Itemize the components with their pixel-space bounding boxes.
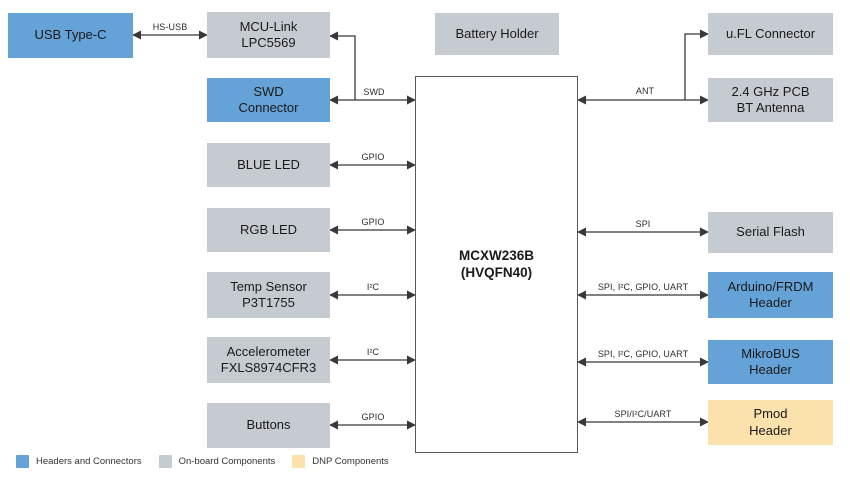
edge-label-flash-spi: SPI bbox=[635, 219, 651, 229]
node-blue-led: BLUE LED bbox=[207, 143, 330, 187]
node-label-buttons: Buttons bbox=[246, 417, 291, 433]
edge-label-temp-i2c: I²C bbox=[366, 282, 380, 292]
edge-ant-ufl-branch bbox=[684, 29, 709, 100]
node-label-mcu-link: MCU-Link LPC5569 bbox=[239, 18, 298, 50]
node-label-blue-led: BLUE LED bbox=[237, 156, 300, 172]
node-temp-sensor: Temp Sensor P3T1755 bbox=[207, 272, 330, 318]
edge-mculink-branch bbox=[329, 31, 356, 100]
node-label-usb-type-c: USB Type-C bbox=[34, 27, 107, 43]
legend-item-headers-connectors: Headers and Connectors bbox=[16, 455, 142, 468]
edge-label-accel-i2c: I²C bbox=[366, 347, 380, 357]
edge-label-usb-hsusb: HS-USB bbox=[152, 22, 188, 32]
node-label-accelerometer: Accelerometer FXLS8974CFR3 bbox=[220, 343, 317, 375]
edge-label-buttons-gpio: GPIO bbox=[361, 412, 385, 422]
node-label-mcxw236b: MCXW236B (HVQFN40) bbox=[458, 247, 534, 280]
node-usb-type-c: USB Type-C bbox=[8, 13, 133, 58]
legend: Headers and Connectors On-board Component… bbox=[16, 455, 389, 468]
edge-label-arduino-bus: SPI, I²C, GPIO, UART bbox=[597, 282, 689, 292]
node-label-arduino-frdm: Arduino/FRDM Header bbox=[727, 278, 814, 310]
node-label-pmod: Pmod Header bbox=[749, 406, 792, 438]
node-label-mikrobus: MikroBUS Header bbox=[741, 345, 800, 377]
legend-item-onboard-components: On-board Components bbox=[158, 455, 276, 468]
node-label-bt-antenna: 2.4 GHz PCB BT Antenna bbox=[731, 83, 810, 115]
node-label-rgb-led: RGB LED bbox=[239, 221, 298, 237]
edge-label-mikrobus-bus: SPI, I²C, GPIO, UART bbox=[597, 349, 689, 359]
onboard-components-swatch-icon bbox=[158, 455, 172, 468]
dnp-components-swatch-icon bbox=[292, 455, 306, 468]
node-arduino-frdm: Arduino/FRDM Header bbox=[708, 272, 833, 318]
node-pmod: Pmod Header bbox=[708, 400, 833, 445]
node-label-battery-holder: Battery Holder bbox=[455, 25, 539, 41]
edge-label-ant: ANT bbox=[635, 86, 655, 96]
node-buttons: Buttons bbox=[207, 403, 330, 448]
edge-label-blueled-gpio: GPIO bbox=[361, 152, 385, 162]
node-swd-connector: SWD Connector bbox=[207, 78, 330, 122]
node-label-temp-sensor: Temp Sensor P3T1755 bbox=[230, 278, 307, 310]
node-mikrobus: MikroBUS Header bbox=[708, 340, 833, 384]
node-rgb-led: RGB LED bbox=[207, 208, 330, 252]
node-battery-holder: Battery Holder bbox=[435, 13, 559, 55]
node-mcxw236b: MCXW236B (HVQFN40) bbox=[415, 76, 578, 453]
legend-label-dnp-components: DNP Components bbox=[312, 456, 389, 467]
node-accelerometer: Accelerometer FXLS8974CFR3 bbox=[207, 337, 330, 383]
node-bt-antenna: 2.4 GHz PCB BT Antenna bbox=[708, 78, 833, 122]
edge-label-pmod-bus: SPI/I²C/UART bbox=[614, 409, 672, 419]
node-label-swd-connector: SWD Connector bbox=[238, 83, 299, 115]
headers-connectors-swatch-icon bbox=[16, 455, 29, 468]
node-label-serial-flash: Serial Flash bbox=[736, 224, 805, 240]
legend-item-dnp-components: DNP Components bbox=[292, 455, 389, 468]
node-label-ufl-connector: u.FL Connector bbox=[725, 25, 816, 41]
edge-label-rgbled-gpio: GPIO bbox=[361, 217, 385, 227]
node-serial-flash: Serial Flash bbox=[708, 212, 833, 253]
legend-label-onboard-components: On-board Components bbox=[178, 456, 276, 467]
edge-label-swd: SWD bbox=[363, 87, 385, 97]
legend-label-headers-connectors: Headers and Connectors bbox=[36, 456, 142, 467]
node-ufl-connector: u.FL Connector bbox=[708, 13, 833, 55]
node-mcu-link: MCU-Link LPC5569 bbox=[207, 12, 330, 58]
